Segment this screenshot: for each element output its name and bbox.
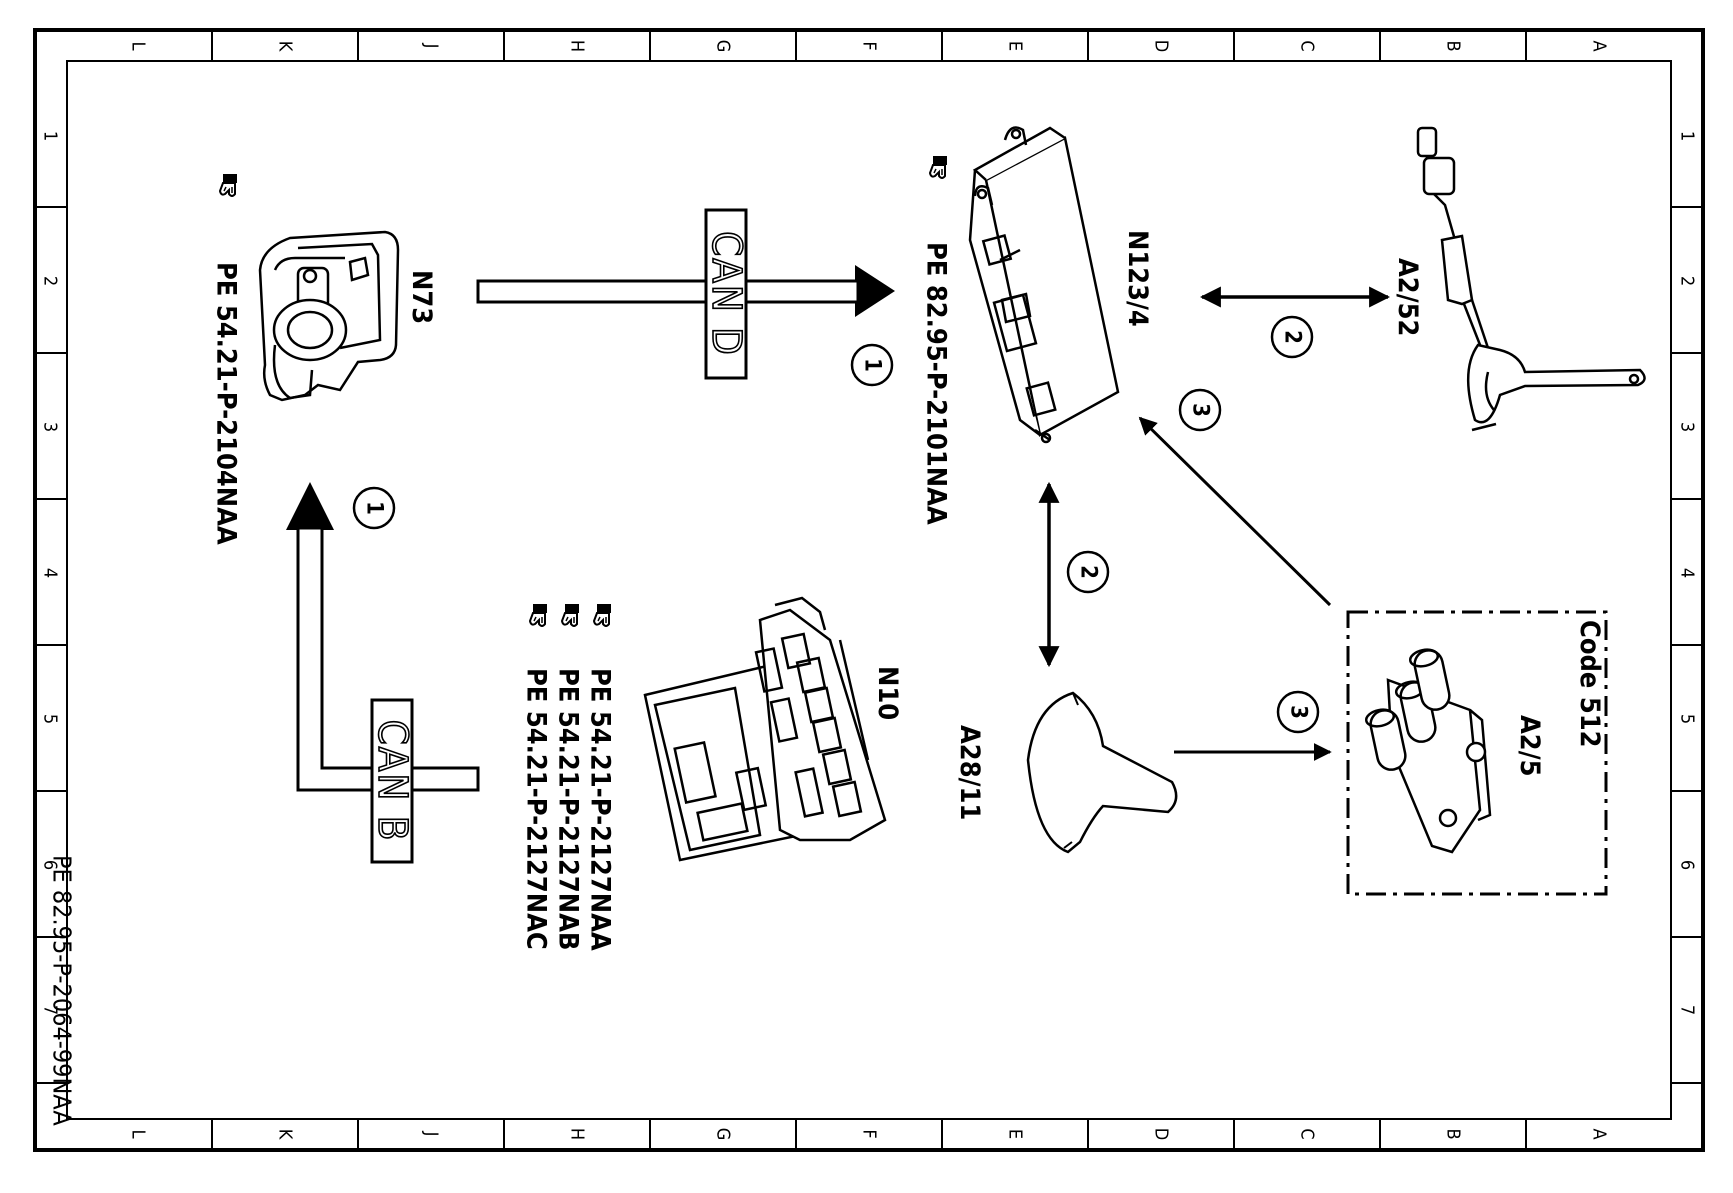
- connection-number: 1: [860, 358, 885, 372]
- col-label: C: [1297, 40, 1318, 51]
- n73-switch: N73 PE 54.21-P-2104NAA: [211, 173, 437, 545]
- n123-4-label: N123/4: [1122, 230, 1153, 327]
- row-labels-left: 1 2 3 4 5 6 7: [40, 131, 61, 1015]
- col-label: L: [128, 1129, 149, 1138]
- col-label: G: [713, 1128, 734, 1141]
- row-label: 6: [40, 860, 61, 870]
- row-labels-right: 1 2 3 4 5 6 7: [1677, 131, 1698, 1015]
- row-label: 1: [1677, 131, 1698, 141]
- row-label: 7: [40, 1005, 61, 1015]
- outer-frame: [33, 28, 1705, 1152]
- col-label: K: [275, 41, 296, 52]
- row-label: 2: [1677, 276, 1698, 286]
- row-label: 4: [40, 568, 61, 578]
- row-grid-lines: [35, 206, 1703, 1084]
- code-512-label: Code 512: [1574, 620, 1605, 748]
- row-label: 5: [1677, 714, 1698, 724]
- column-grid-lines: [211, 30, 1527, 1150]
- n10-ref-2: PE 54.21-P-2127NAB: [553, 668, 584, 950]
- a2-52-label: A2/52: [1392, 258, 1423, 336]
- col-label: J: [421, 43, 442, 49]
- col-label: F: [859, 1129, 880, 1138]
- col-label: C: [1297, 1128, 1318, 1139]
- connection-number: 1: [362, 501, 387, 515]
- column-labels-top: L K J H G F E D C B A: [128, 40, 1610, 53]
- row-label: 3: [1677, 422, 1698, 432]
- connection-circle-1a: [850, 343, 894, 387]
- connection-circle-2a: [1270, 315, 1314, 359]
- n123-4-ref: PE 82.95-P-2101NAA: [921, 242, 952, 525]
- connection-number: 3: [1286, 705, 1311, 719]
- a2-52-antenna: A2/52: [1392, 126, 1646, 432]
- col-label: A: [1589, 40, 1610, 51]
- a28-11-label: A28/11: [954, 725, 985, 820]
- connection-circle-1b: [352, 486, 396, 530]
- can-b-bus: CAN B 1: [286, 482, 480, 864]
- row-label: 1: [40, 131, 61, 141]
- pointing-hand-icon: [219, 173, 238, 197]
- col-label: E: [1005, 41, 1026, 51]
- can-d-bus: CAN D 1: [476, 208, 895, 387]
- connection-number: 3: [1188, 403, 1213, 417]
- col-label: H: [567, 1128, 588, 1140]
- n123-4-module: N123/4 PE 82.95-P-2101NAA: [921, 126, 1153, 525]
- n10-ref-1: PE 54.21-P-2127NAA: [585, 668, 616, 951]
- column-labels-bottom: L K J H G F E D C B A: [128, 1128, 1610, 1141]
- can-b-label: CAN B: [369, 720, 415, 843]
- col-label: K: [275, 1129, 296, 1140]
- col-label: B: [1443, 40, 1464, 51]
- col-label: G: [713, 40, 734, 53]
- pointing-hand-icon: [561, 603, 580, 627]
- col-label: H: [567, 40, 588, 52]
- col-label: J: [421, 1131, 442, 1137]
- row-label: 2: [40, 276, 61, 286]
- n10-ref-3: PE 54.21-P-2127NAC: [521, 668, 552, 950]
- n10-label: N10: [872, 666, 903, 720]
- col-label: D: [1151, 1128, 1172, 1140]
- connection-circle-3a: [1178, 388, 1222, 432]
- arrow-3-diagonal: [1138, 416, 1332, 607]
- a28-11-antenna: A28/11: [954, 691, 1178, 854]
- connection-circle-2b: [1066, 550, 1110, 594]
- pointing-hand-icon: [529, 603, 548, 627]
- pointing-hand-icon: [593, 603, 612, 627]
- col-label: F: [859, 41, 880, 50]
- row-label: 7: [1677, 1005, 1698, 1015]
- connection-number: 2: [1076, 565, 1101, 579]
- n73-ref: PE 54.21-P-2104NAA: [211, 262, 242, 545]
- connection-number: 2: [1280, 330, 1305, 344]
- row-label: 4: [1677, 568, 1698, 578]
- pointing-hand-icon: [929, 155, 948, 179]
- row-label: 3: [40, 422, 61, 432]
- can-d-label: CAN D: [703, 231, 749, 357]
- inner-frame: [66, 60, 1672, 1120]
- connection-arrows: 2 2 3 3: [1038, 286, 1391, 761]
- drawing-number: PE 82.95-P-2064-99NAA: [48, 855, 77, 1126]
- a2-5-component: Code 512 A2/5: [1346, 610, 1608, 896]
- n10-module: N10 PE 54.21-P-2127NAA PE 54.21-P-2127NA…: [521, 596, 903, 951]
- col-label: B: [1443, 1128, 1464, 1139]
- col-label: L: [128, 41, 149, 50]
- n73-label: N73: [406, 270, 437, 324]
- row-label: 6: [1677, 860, 1698, 870]
- n73-body: [258, 230, 400, 402]
- col-label: D: [1151, 40, 1172, 52]
- connection-circle-3b: [1276, 690, 1320, 734]
- col-label: A: [1589, 1128, 1610, 1139]
- a2-5-label: A2/5: [1514, 715, 1545, 776]
- row-label: 5: [40, 714, 61, 724]
- col-label: E: [1005, 1129, 1026, 1139]
